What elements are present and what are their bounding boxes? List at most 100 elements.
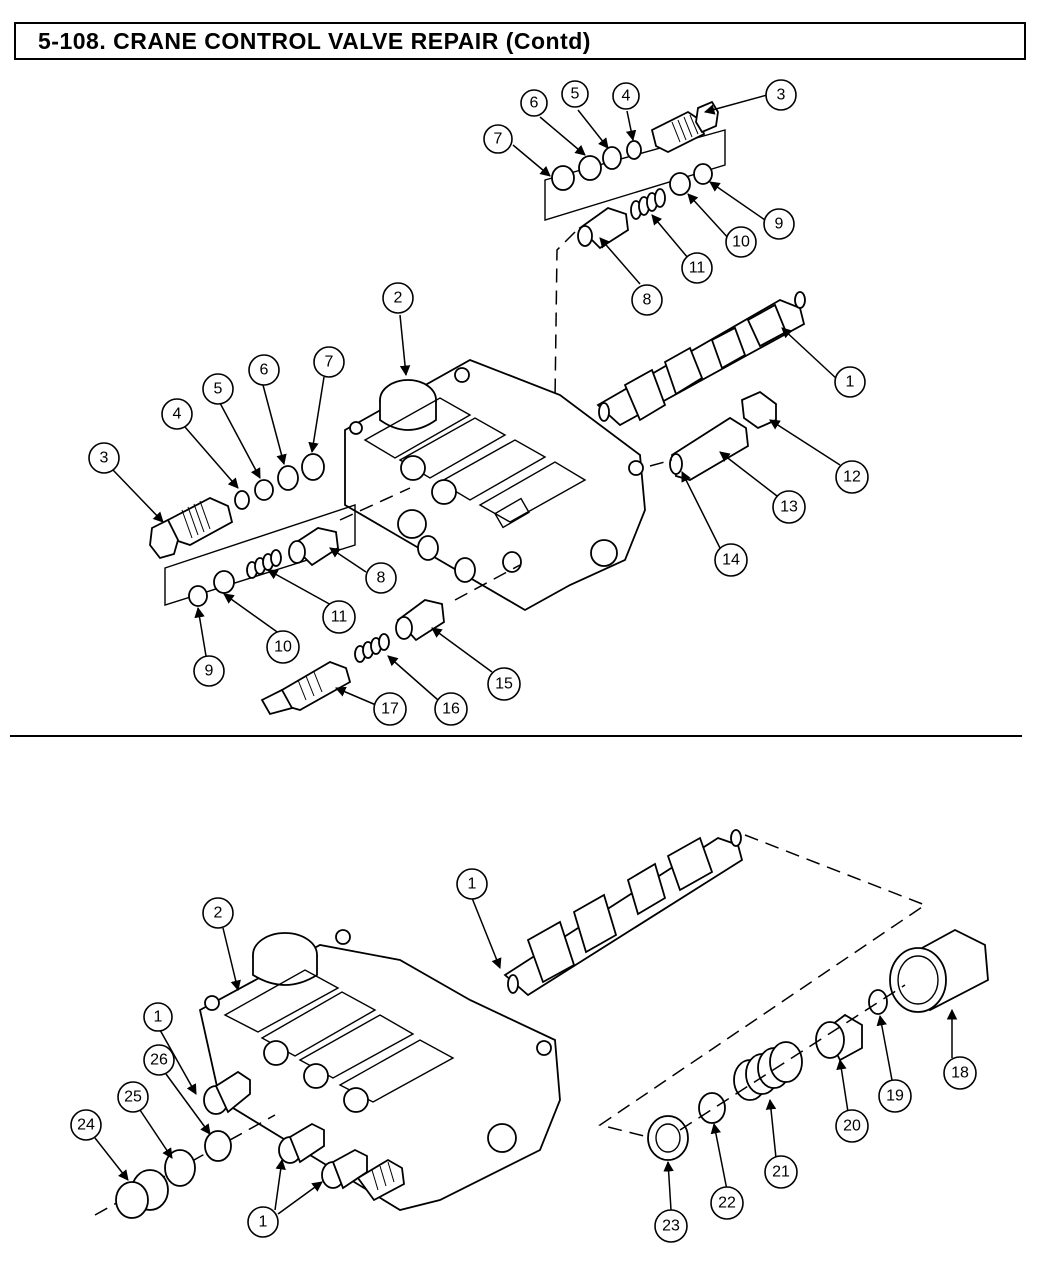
svg-text:4: 4 — [173, 406, 182, 423]
svg-text:7: 7 — [494, 131, 503, 148]
spring-21 — [733, 1041, 803, 1101]
left-spring-11 — [246, 549, 282, 579]
svg-text:19: 19 — [886, 1088, 904, 1105]
lower-assembly-path — [339, 487, 411, 521]
svg-text:11: 11 — [689, 260, 706, 277]
svg-text:22: 22 — [718, 1195, 736, 1212]
svg-text:10: 10 — [732, 234, 750, 251]
callout-top-13: 13 — [772, 490, 806, 524]
top-assembly-path — [554, 231, 576, 401]
upper-seal-7 — [551, 165, 575, 191]
washer-25 — [164, 1149, 196, 1187]
svg-text:2: 2 — [394, 290, 403, 307]
ring-19 — [868, 989, 888, 1015]
upper-ring-9 — [693, 163, 713, 185]
callout-top-17: 17 — [373, 692, 407, 726]
svg-text:20: 20 — [843, 1118, 861, 1135]
retainer-23 — [647, 1115, 689, 1161]
svg-text:14: 14 — [722, 552, 740, 569]
callout-top-9-left: 9 — [193, 655, 225, 687]
callout-bottom-24: 24 — [70, 1109, 102, 1141]
callout-top-4-left: 4 — [161, 398, 193, 430]
adjuster-17 — [260, 661, 352, 716]
left-seal-6 — [277, 465, 299, 491]
callout-top-12: 12 — [835, 460, 869, 494]
svg-text:15: 15 — [495, 676, 513, 693]
svg-text:8: 8 — [643, 292, 652, 309]
callout-bottom-20: 20 — [835, 1109, 869, 1143]
plunger-15 — [395, 599, 445, 642]
left-washer-10 — [213, 570, 235, 594]
upper-seal-5 — [602, 146, 622, 170]
relief-assembly-path — [649, 459, 673, 467]
callout-top-8-left: 8 — [365, 562, 397, 594]
cap-24 — [115, 1169, 169, 1219]
callout-bottom-21: 21 — [764, 1155, 798, 1189]
svg-text:1: 1 — [259, 1214, 268, 1231]
left-seal-4 — [234, 490, 250, 510]
left-plunger-8 — [288, 527, 339, 567]
svg-text:1: 1 — [154, 1009, 163, 1026]
callout-top-15: 15 — [487, 667, 521, 701]
bottom-spool-1 — [503, 829, 744, 997]
svg-text:9: 9 — [205, 663, 214, 680]
right-end-assembly-path — [679, 984, 906, 1131]
svg-text:3: 3 — [100, 450, 109, 467]
seal-26 — [204, 1130, 232, 1162]
section-title: 5-108. CRANE CONTROL VALVE REPAIR (Contd… — [38, 27, 591, 54]
callout-bottom-18: 18 — [943, 1056, 977, 1090]
left-seal-5 — [254, 479, 274, 501]
callout-top-5-upper: 5 — [561, 80, 589, 108]
upper-seal-4 — [626, 140, 642, 160]
svg-text:9: 9 — [775, 216, 784, 233]
svg-text:17: 17 — [381, 701, 399, 718]
svg-text:23: 23 — [662, 1218, 680, 1235]
callout-top-3-left: 3 — [88, 442, 120, 474]
svg-text:6: 6 — [260, 362, 269, 379]
svg-text:11: 11 — [331, 609, 348, 626]
upper-washer-10 — [669, 172, 691, 196]
bottom-assembly-path — [598, 834, 927, 1141]
svg-text:24: 24 — [77, 1117, 95, 1134]
left-relief-valve-3 — [149, 497, 234, 560]
callout-top-3-upper: 3 — [765, 79, 797, 111]
section-title-box: 5-108. CRANE CONTROL VALVE REPAIR (Contd… — [14, 22, 1026, 60]
callout-top-7-left: 7 — [313, 346, 345, 378]
svg-text:3: 3 — [777, 87, 786, 104]
left-ring-9 — [188, 585, 208, 607]
svg-text:13: 13 — [780, 499, 798, 516]
callout-top-4-upper: 4 — [612, 82, 640, 110]
left-seal-7 — [301, 453, 325, 481]
upper-relief-valve-3 — [650, 100, 719, 154]
bottom-valve-body-2 — [198, 929, 561, 1211]
svg-text:6: 6 — [530, 95, 539, 112]
svg-text:25: 25 — [124, 1089, 142, 1106]
top-exploded-view — [112, 94, 841, 716]
svg-text:1: 1 — [846, 374, 855, 391]
top-valve-body-2 — [344, 359, 646, 612]
callout-bottom-26: 26 — [143, 1044, 175, 1076]
plug-12 — [741, 390, 777, 430]
adjuster-assembly-path — [454, 564, 521, 601]
callout-top-8-upper: 8 — [631, 284, 663, 316]
svg-text:4: 4 — [622, 88, 631, 105]
callout-top-6-left: 6 — [248, 354, 280, 386]
svg-text:26: 26 — [150, 1052, 168, 1069]
callout-top-10-left: 10 — [266, 630, 300, 664]
upper-seal-6 — [578, 155, 602, 181]
callout-top-14: 14 — [714, 543, 748, 577]
callout-top-2: 2 — [382, 282, 414, 314]
svg-text:21: 21 — [772, 1164, 790, 1181]
callout-bottom-1-left: 1 — [143, 1002, 173, 1032]
callout-bottom-25: 25 — [117, 1081, 149, 1113]
callout-top-16: 16 — [434, 692, 468, 726]
washer-22 — [698, 1092, 726, 1124]
bottom-exploded-view — [94, 829, 989, 1219]
callout-top-5-left: 5 — [202, 373, 234, 405]
callout-top-11-left: 11 — [322, 600, 356, 634]
retainer-20 — [815, 1013, 863, 1062]
callout-top-6-upper: 6 — [520, 89, 548, 117]
svg-text:10: 10 — [274, 639, 292, 656]
callout-top-9-upper: 9 — [763, 208, 795, 240]
